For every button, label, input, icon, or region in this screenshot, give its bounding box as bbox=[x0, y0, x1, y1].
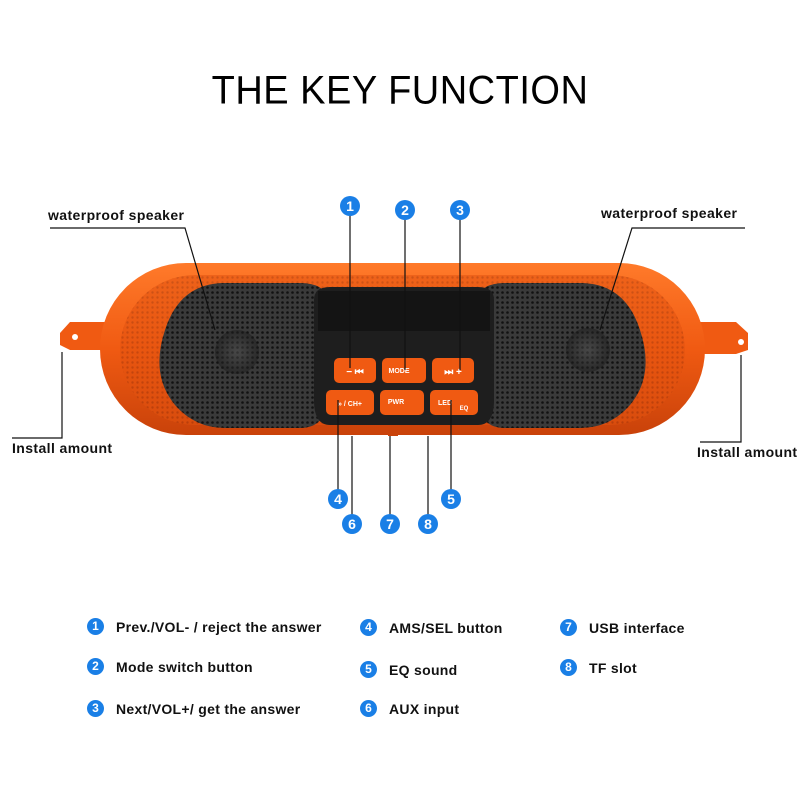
legend-text: AUX input bbox=[389, 700, 460, 717]
mount-tab-left bbox=[60, 322, 112, 350]
legend-text: Prev./VOL- / reject the answer bbox=[116, 618, 322, 635]
mode-power-button[interactable]: MODE bbox=[382, 358, 426, 383]
badge-5: 5 bbox=[441, 489, 461, 509]
badge-8: 8 bbox=[418, 514, 438, 534]
svg-text:MODE: MODE bbox=[389, 368, 410, 375]
badge-2: 2 bbox=[395, 200, 415, 220]
svg-text:EQ: EQ bbox=[460, 406, 469, 412]
legend-badge: 8 bbox=[560, 659, 577, 676]
legend-item-7: 7 USB interface bbox=[560, 619, 685, 636]
legend-badge: 2 bbox=[87, 658, 104, 675]
svg-text:⏭ +: ⏭ + bbox=[444, 367, 462, 378]
svg-text:− ⏮: − ⏮ bbox=[346, 367, 364, 378]
right-speaker-grille bbox=[477, 283, 646, 428]
badge-4: 4 bbox=[328, 489, 348, 509]
legend-text: EQ sound bbox=[389, 661, 458, 678]
legend-badge: 5 bbox=[360, 661, 377, 678]
badge-3: 3 bbox=[450, 200, 470, 220]
svg-text:» / CH+: » / CH+ bbox=[338, 401, 362, 408]
legend-item-4: 4 AMS/SEL button bbox=[360, 619, 503, 636]
legend-badge: 3 bbox=[87, 700, 104, 717]
legend-badge: 1 bbox=[87, 618, 104, 635]
leader-lines bbox=[12, 214, 745, 516]
prev-vol-down-button[interactable]: − ⏮ bbox=[334, 358, 376, 383]
left-speaker-grille bbox=[159, 283, 328, 428]
page-title: THE KEY FUNCTION bbox=[211, 68, 589, 114]
legend-badge: 4 bbox=[360, 619, 377, 636]
legend-text: AMS/SEL button bbox=[389, 619, 503, 636]
aux-port bbox=[388, 430, 398, 436]
svg-text:PWR: PWR bbox=[388, 399, 404, 406]
legend-item-2: 2 Mode switch button bbox=[87, 658, 253, 675]
legend-text: Next/VOL+/ get the answer bbox=[116, 700, 301, 717]
pwr-play-button[interactable]: PWR bbox=[380, 390, 424, 415]
legend-item-8: 8 TF slot bbox=[560, 659, 637, 676]
next-vol-up-button[interactable]: ⏭ + bbox=[432, 358, 474, 383]
left-speaker-label: waterproof speaker bbox=[48, 207, 185, 223]
legend-item-3: 3 Next/VOL+/ get the answer bbox=[87, 700, 301, 717]
left-install-label: Install amount bbox=[12, 440, 113, 456]
right-install-label: Install amount bbox=[697, 444, 798, 460]
legend-item-1: 1 Prev./VOL- / reject the answer bbox=[87, 618, 322, 635]
badge-6: 6 bbox=[342, 514, 362, 534]
legend-badge: 6 bbox=[360, 700, 377, 717]
badge-7: 7 bbox=[380, 514, 400, 534]
led-eq-button[interactable]: LED EQ bbox=[430, 390, 478, 415]
legend-text: USB interface bbox=[589, 619, 685, 636]
legend-item-5: 5 EQ sound bbox=[360, 661, 458, 678]
mount-tab-right bbox=[692, 322, 748, 354]
right-speaker-label: waterproof speaker bbox=[601, 205, 738, 221]
badge-1: 1 bbox=[340, 196, 360, 216]
legend-badge: 7 bbox=[560, 619, 577, 636]
svg-text:LED: LED bbox=[438, 400, 452, 407]
legend-text: TF slot bbox=[589, 659, 637, 676]
legend-item-6: 6 AUX input bbox=[360, 700, 459, 717]
legend-text: Mode switch button bbox=[116, 658, 253, 675]
ams-sel-button[interactable]: » / CH+ bbox=[326, 390, 374, 415]
